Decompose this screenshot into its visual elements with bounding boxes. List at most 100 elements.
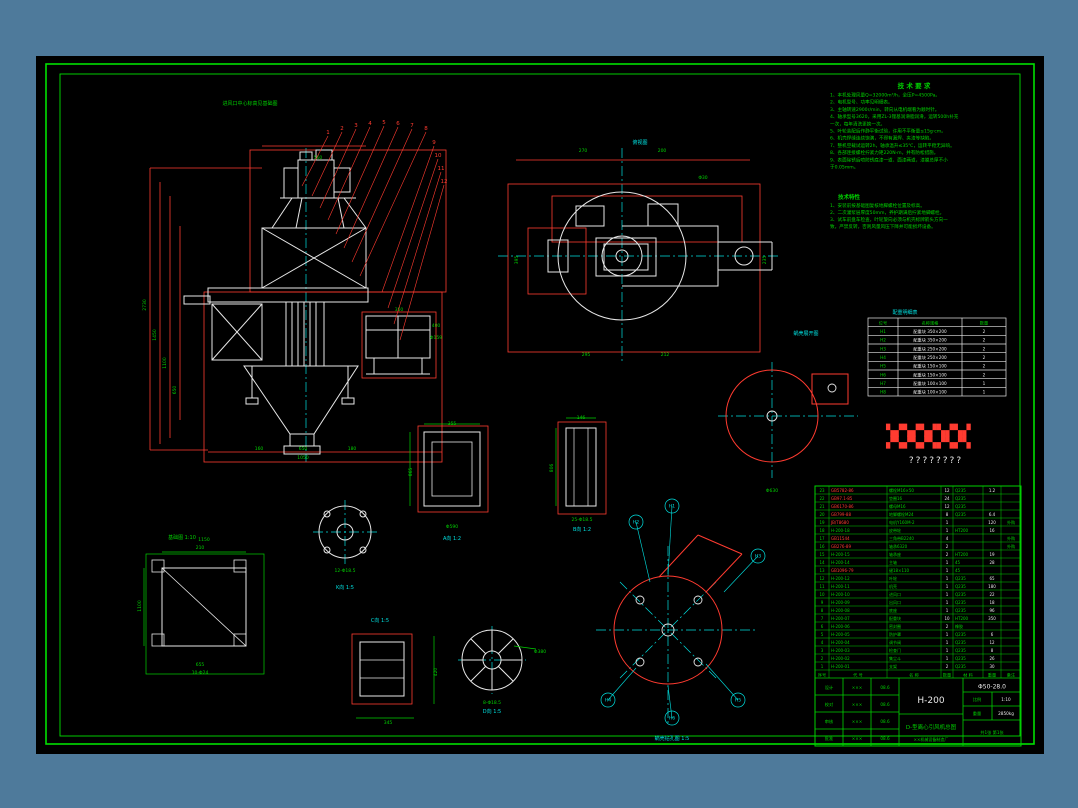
bom-cell: 19: [989, 552, 995, 557]
specs-title: 技术特性: [838, 193, 861, 201]
balloon-number: 10: [435, 153, 442, 159]
spec-line: 1、安装前按基础图复核地脚螺栓位置及标高。: [830, 202, 925, 209]
weight-label: 重量: [973, 710, 981, 717]
bom-cell: 密封圈: [889, 623, 901, 629]
balloon-label: H6: [669, 716, 675, 722]
bom-cell: Q235: [955, 664, 966, 669]
bom-cell: 螺栓M16×50: [889, 487, 914, 493]
bom-cell: H-200-11: [831, 584, 850, 589]
bom-cell: 350: [988, 616, 996, 621]
bom-cell: H-200-07: [831, 616, 850, 621]
bom-cell: 1: [946, 656, 949, 661]
dim-label: 395: [514, 256, 520, 265]
bom-cell: Q235: [955, 496, 966, 501]
bom-cell: GB276-89: [831, 544, 851, 549]
bom-cell: 叶轮: [889, 575, 897, 581]
bom-cell: 垫圈16: [889, 495, 903, 501]
bom-cell: Q235: [955, 576, 966, 581]
sig-label: 审核: [825, 718, 834, 725]
bom-cell: GB5782-86: [831, 488, 854, 493]
sig-date: 08.6: [880, 736, 890, 741]
bom-cell: 5: [821, 632, 824, 637]
weight-table-cell: 配重块 100×100: [913, 389, 947, 396]
sig-date: 08.6: [880, 702, 890, 707]
bom-cell: 1: [821, 664, 824, 669]
weight-value: 2850kg: [998, 711, 1014, 716]
note-line: 4、轴承型号3620，采用ZL-3锂基润滑脂润滑，运转500h补充: [830, 113, 959, 120]
note-line: 2、电机型号、功率见明细表。: [830, 99, 893, 106]
weight-table-cell: 2: [983, 329, 986, 334]
bom-cell: 6: [991, 632, 994, 637]
dim-label: 180: [348, 446, 357, 452]
dim-label: 146: [577, 415, 586, 421]
bom-cell: 18: [819, 528, 825, 533]
bom-cell: 10: [819, 592, 825, 597]
sig-date: 08.6: [880, 685, 890, 690]
bom-cell: 键18×110: [889, 567, 910, 573]
bom-cell: HT200: [955, 552, 969, 557]
bom-cell: 2: [821, 656, 824, 661]
bom-cell: 1: [946, 608, 949, 613]
weight-table-cell: 1: [983, 390, 986, 395]
dim-label: 1100: [162, 357, 168, 369]
bom-cell: 1: [946, 600, 949, 605]
drawing-code: Φ50-28.0: [978, 684, 1006, 691]
dim-label: 1450: [152, 329, 158, 341]
sig-name: ×××: [852, 736, 863, 741]
note-line: 8、各部连接螺栓拧紧力矩220N·m，并有防松措施。: [830, 149, 938, 156]
bom-cell: 出风口: [889, 599, 901, 605]
bom-cell: 2: [946, 544, 949, 549]
bom-cell: H-200-15: [831, 552, 850, 557]
bom-cell: 1.2: [989, 488, 996, 493]
dim-label: 2730: [142, 299, 148, 311]
note-line: 5、叶轮装配后作静平衡试验，许用不平衡量≤15g·cm。: [830, 128, 946, 135]
balloon-number: 12: [441, 179, 448, 185]
bom-cell: 轴承座: [889, 551, 901, 557]
logo-caption: ????????: [909, 456, 963, 466]
dim-label: 400: [432, 323, 441, 329]
bom-cell: 9: [821, 600, 824, 605]
bom-cell: H-200-01: [831, 664, 850, 669]
weight-table-cell: 配重块 100×100: [913, 380, 947, 387]
weight-table-cell: H2: [880, 338, 886, 343]
view-label: C向 1:5: [371, 617, 389, 624]
dim-label: 25-Φ18.5: [572, 517, 593, 523]
bom-cell: 防护罩: [889, 631, 901, 637]
bom-cell: 13: [819, 568, 825, 573]
balloon-label: H5: [735, 698, 741, 704]
bom-cell: 主轴: [889, 559, 897, 565]
drawing-model: H-200: [917, 696, 944, 706]
bom-cell: Q235: [955, 648, 966, 653]
bom-cell: 电机Y160M-2: [889, 519, 915, 525]
bom-cell: GB6170-86: [831, 504, 854, 509]
bom-cell: Q235: [955, 608, 966, 613]
bom-cell: H-200-12: [831, 576, 850, 581]
bom-cell: 19: [819, 520, 825, 525]
bom-cell: H-200-14: [831, 560, 850, 565]
sig-name: ×××: [852, 685, 863, 690]
dim-label: 212: [661, 352, 670, 358]
bom-cell: H-200-05: [831, 632, 850, 637]
dim-label: 420: [433, 668, 439, 677]
bom-cell: 180: [988, 584, 996, 589]
bom-cell: 进风口: [889, 591, 901, 597]
bom-header: 序号: [818, 671, 826, 678]
balloon-label: H3: [755, 554, 761, 560]
logo-mark: ▚▞▚▞▚▞▚▞▚▞: [885, 423, 971, 437]
weight-table-cell: H3: [880, 346, 886, 351]
bom-cell: 3: [821, 648, 824, 653]
dim-label: 865: [408, 468, 414, 477]
weight-table-cell: H4: [880, 355, 886, 360]
bom-cell: 28: [989, 560, 995, 565]
dim-label: 650: [299, 446, 308, 452]
weight-table-header: 位号: [879, 319, 887, 326]
bom-cell: 三角带B2240: [889, 535, 914, 541]
weight-table-cell: 配重块 150×100: [913, 371, 947, 378]
bom-cell: 16: [989, 528, 995, 533]
bom-cell: 1: [946, 592, 949, 597]
bom-cell: 4: [946, 536, 949, 541]
bom-cell: 7: [821, 616, 824, 621]
bom-cell: 1: [946, 520, 949, 525]
bom-cell: Q235: [955, 488, 966, 493]
bom-cell: 12: [819, 576, 825, 581]
